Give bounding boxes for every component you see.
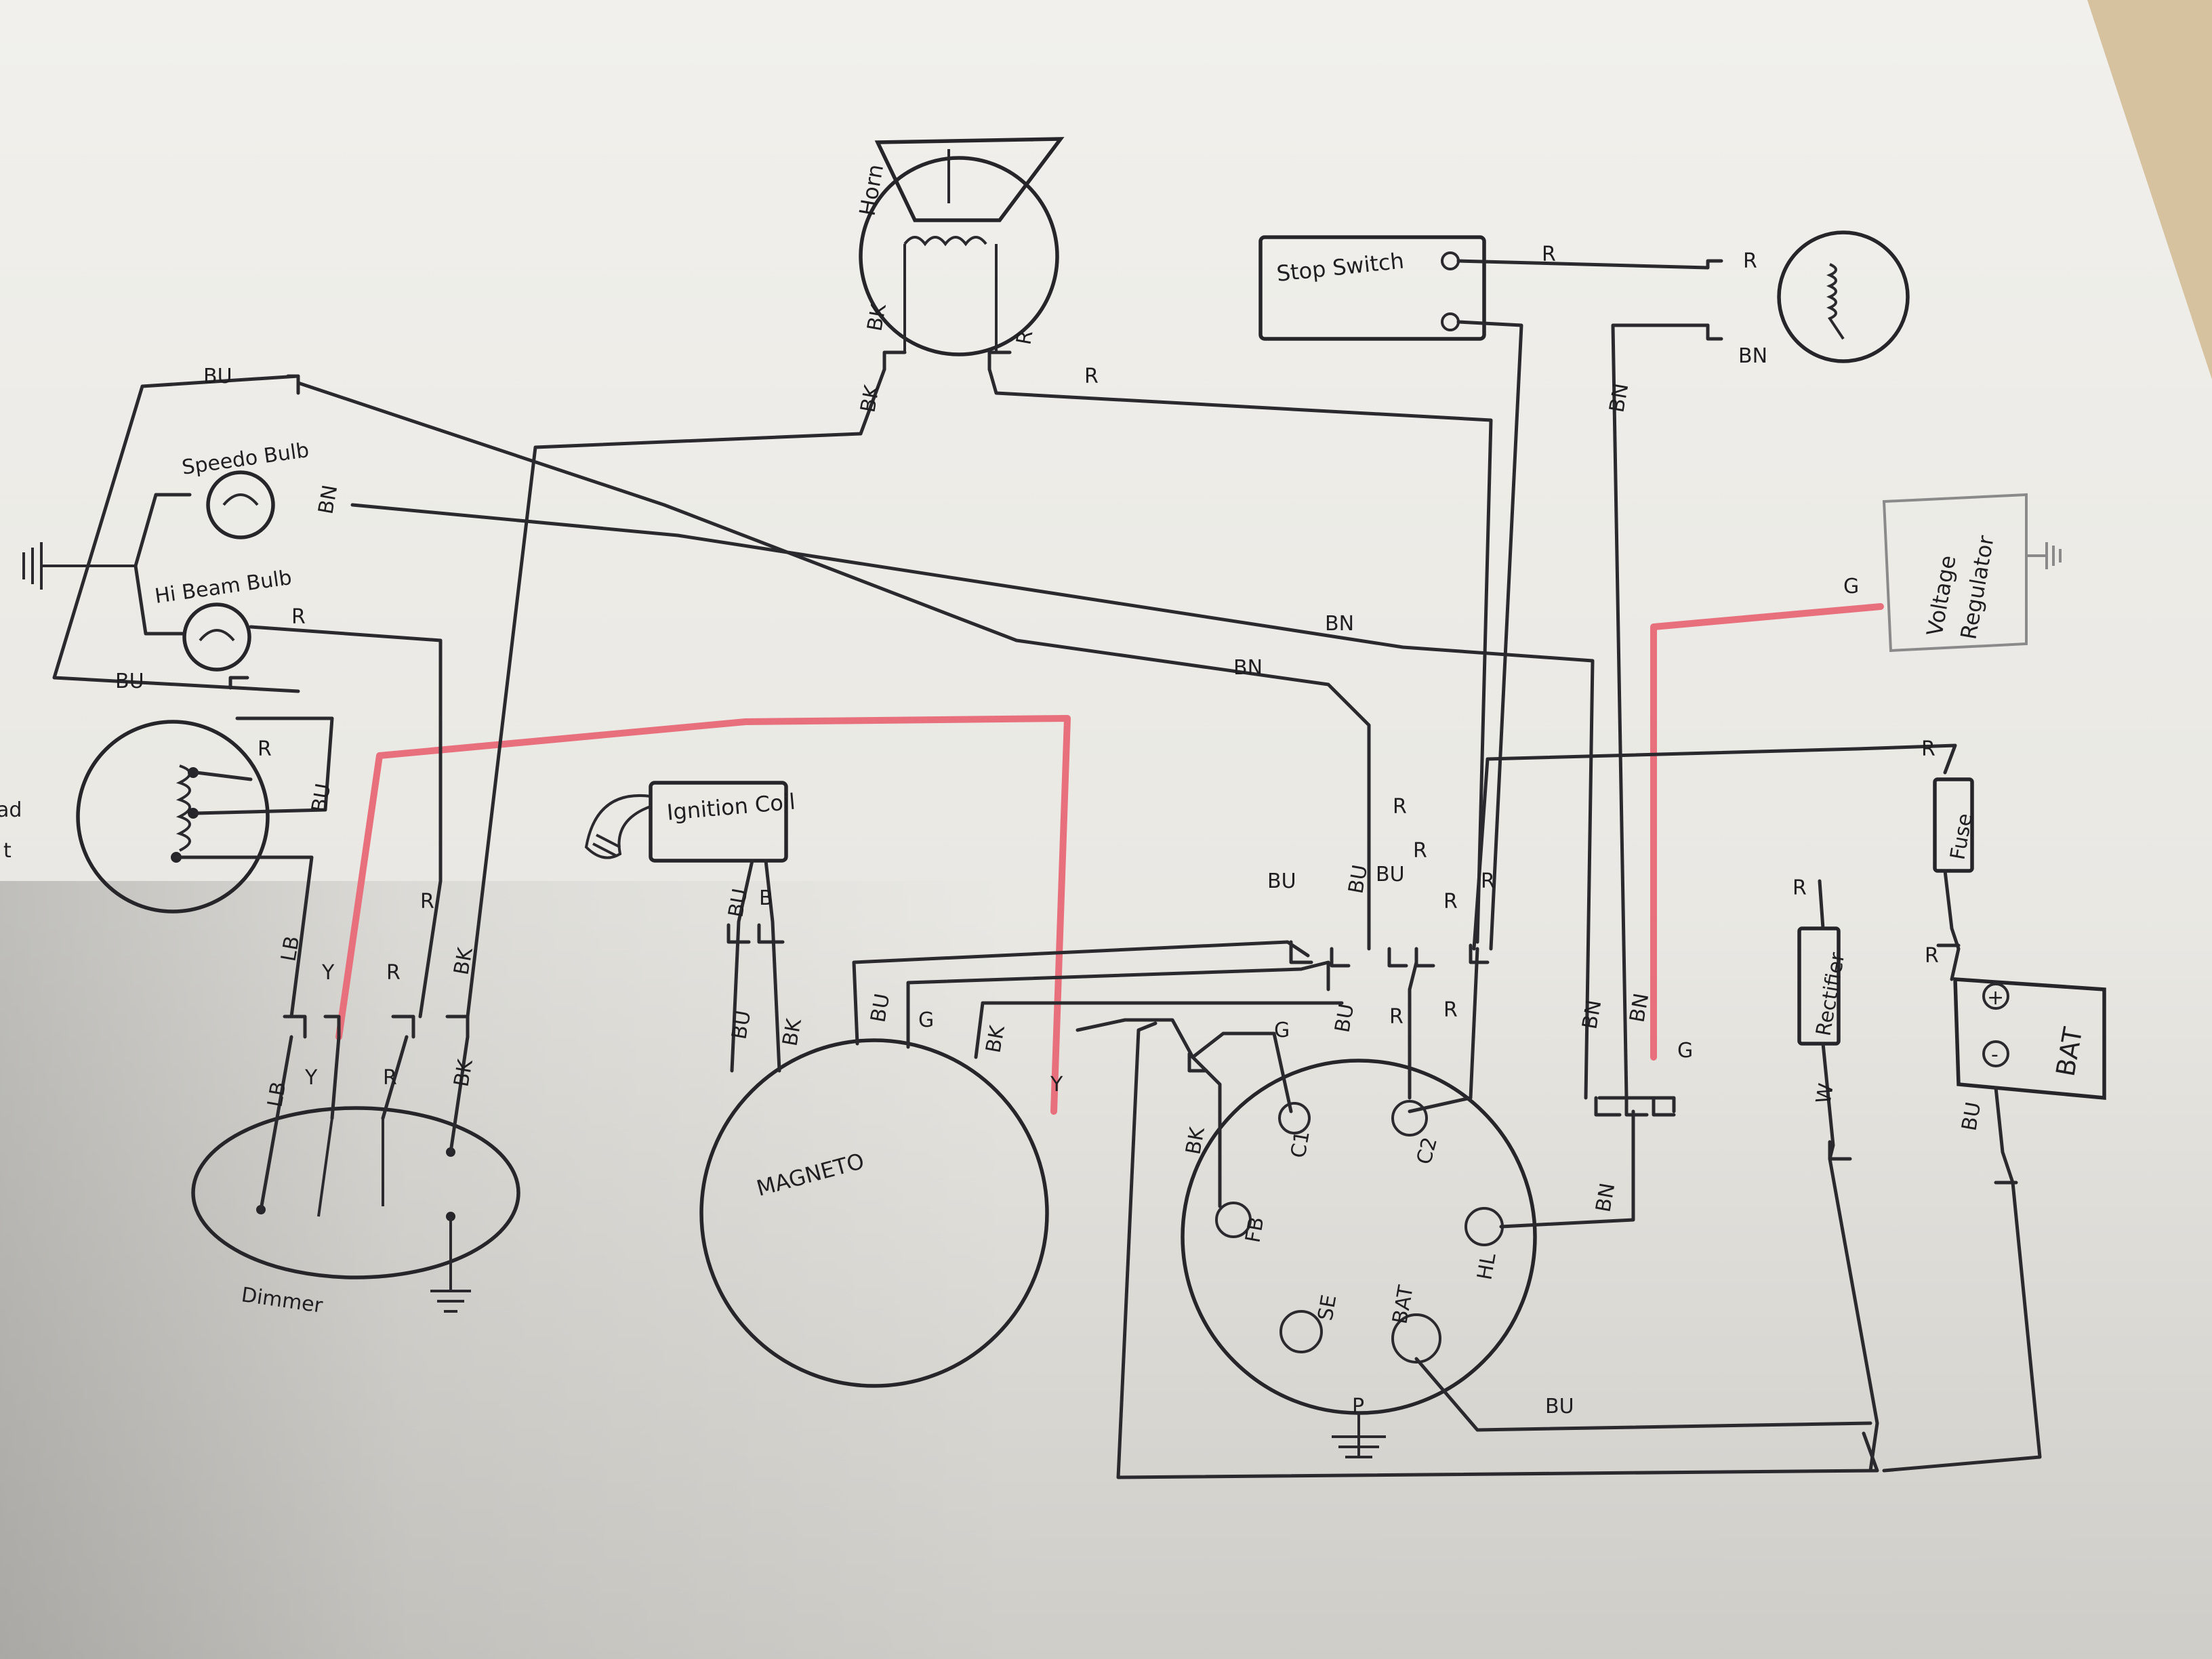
terminal-fb: FB — [1241, 1215, 1269, 1244]
component-labels: Horn Stop Switch Speedo Bulb Hi Beam Bul… — [0, 162, 2089, 1317]
wire-label-r-conn4: R — [1481, 869, 1495, 893]
rectifier — [1797, 926, 1841, 1046]
wire-label-r-hibeam: R — [291, 605, 306, 629]
wire-label-y-lower: Y — [304, 1066, 318, 1090]
battery — [1953, 977, 2106, 1101]
wire-label-lb-lower: LB — [263, 1080, 291, 1109]
ground-symbol-left — [22, 542, 136, 590]
red-wire-regulator-green — [1650, 603, 1884, 1061]
wire-label-bn-mid: BN — [1325, 612, 1354, 636]
wire-label-bk-magneto: BK — [981, 1023, 1010, 1054]
wire-label-bu-coil: BU — [724, 886, 752, 919]
wire-label-y-magneto: Y — [1050, 1073, 1063, 1097]
wire-label-bn-right2: BN — [1625, 991, 1654, 1024]
wire-label-r-rectifier: R — [1793, 876, 1807, 900]
wire-label-lb-upper: LB — [276, 935, 304, 964]
black-wires — [52, 259, 2042, 1479]
hi-beam-bulb — [182, 602, 251, 672]
battery-plus: + — [1987, 986, 2004, 1010]
red-wires — [335, 603, 1884, 1115]
wire-label-r-c2b: R — [1443, 998, 1458, 1022]
dimmer-switch — [191, 1106, 520, 1313]
wire-label-r-horn-right: R — [1084, 365, 1099, 388]
wire-label-bn-lamp: BN — [1738, 344, 1767, 368]
paper-shadow — [0, 881, 1017, 1659]
stop-lamp — [1777, 230, 1910, 363]
wire-label-r-fuse-top: R — [1921, 737, 1936, 761]
wire-label-bu-magneto: BU — [866, 991, 895, 1024]
wire-label-bn-right1: BN — [1578, 998, 1606, 1031]
wire-label-bn-stop: BN — [1605, 382, 1633, 414]
terminal-c1: C1 — [1286, 1129, 1314, 1160]
wire-label-bu-conn1: BU — [1267, 869, 1296, 893]
wire-label-r-upper2: R — [420, 890, 434, 914]
wire-label-bu-left: BU — [115, 670, 144, 693]
voltage-regulator — [1882, 493, 2062, 653]
wire-label-bu-top: BU — [203, 365, 232, 388]
wire-label-g-regulator: G — [1843, 575, 1859, 598]
wire-label-bn-speedo: BN — [314, 483, 342, 516]
wire-label-r-lower: R — [383, 1066, 397, 1090]
wire-label-r-conn1: R — [1393, 795, 1407, 819]
wire-label-bu-c1: BU — [1330, 1002, 1359, 1034]
wire-label-w-rectifier: W — [1811, 1082, 1839, 1105]
wire-label-bk-coil-lower: BK — [778, 1016, 806, 1048]
wire-label-bu-battery: BU — [1957, 1100, 1986, 1132]
wire-label-g-c1: G — [1274, 1019, 1290, 1042]
ignition-coil — [584, 781, 788, 863]
connector-ticks — [228, 374, 2018, 1185]
terminal-p: P — [1352, 1395, 1364, 1418]
wire-label-bk-horn: BK — [863, 301, 891, 333]
wire-label-bu-conn2: BU — [1344, 863, 1372, 895]
magneto — [699, 1038, 1049, 1388]
wire-label-r-upper: R — [386, 961, 401, 985]
wire-label-r-conn2: R — [1413, 839, 1427, 863]
headlight-label-1: ad — [0, 798, 22, 822]
wire-label-bk-fb: BK — [1181, 1124, 1210, 1156]
wire-label-bk-lower: BK — [449, 1057, 478, 1088]
speedo-bulb — [206, 470, 275, 539]
wire-label-bu-coil-lower: BU — [727, 1008, 756, 1041]
wire-label-bu-headlight: BU — [307, 781, 335, 814]
wire-label-bu-bottom: BU — [1545, 1395, 1574, 1418]
wire-label-r-lamp: R — [1743, 249, 1757, 273]
wire-label-b-coil: B — [759, 886, 773, 910]
horn — [859, 137, 1065, 356]
red-wire-yellow-loop — [335, 715, 1071, 1115]
wire-label-bk-upper: BK — [449, 945, 478, 977]
terminal-labels: C1 C2 FB HL SE BAT P — [1241, 1129, 1500, 1418]
wire-label-bk-horn-lower: BK — [856, 382, 884, 414]
wire-label-r-fuse: R — [1925, 944, 1939, 968]
wire-label-bu-conn3: BU — [1376, 863, 1405, 886]
headlight-label-2: t — [3, 839, 12, 863]
wire-label-y-upper: Y — [321, 961, 335, 985]
wire-label-r-c2a: R — [1389, 1005, 1404, 1029]
wire-labels: BK R BK R R R BN BN BU BN R BN BN G BU R… — [115, 243, 1986, 1418]
headlight — [76, 720, 270, 914]
switch-body — [1181, 1059, 1537, 1458]
wire-label-bn-hl: BN — [1591, 1181, 1620, 1214]
wire-label-r-conn3: R — [1443, 890, 1458, 914]
battery-minus: - — [1991, 1043, 1999, 1067]
fuse — [1933, 777, 1974, 873]
wire-label-g-magneto: G — [918, 1008, 934, 1032]
wire-label-r-headlight: R — [258, 737, 272, 761]
wire-label-g-right: G — [1677, 1039, 1693, 1063]
terminal-se: SE — [1313, 1293, 1341, 1323]
wire-label-r-stop: R — [1542, 243, 1556, 266]
wire-label-bn-mid2: BN — [1233, 656, 1263, 680]
terminal-hl: HL — [1473, 1251, 1500, 1282]
